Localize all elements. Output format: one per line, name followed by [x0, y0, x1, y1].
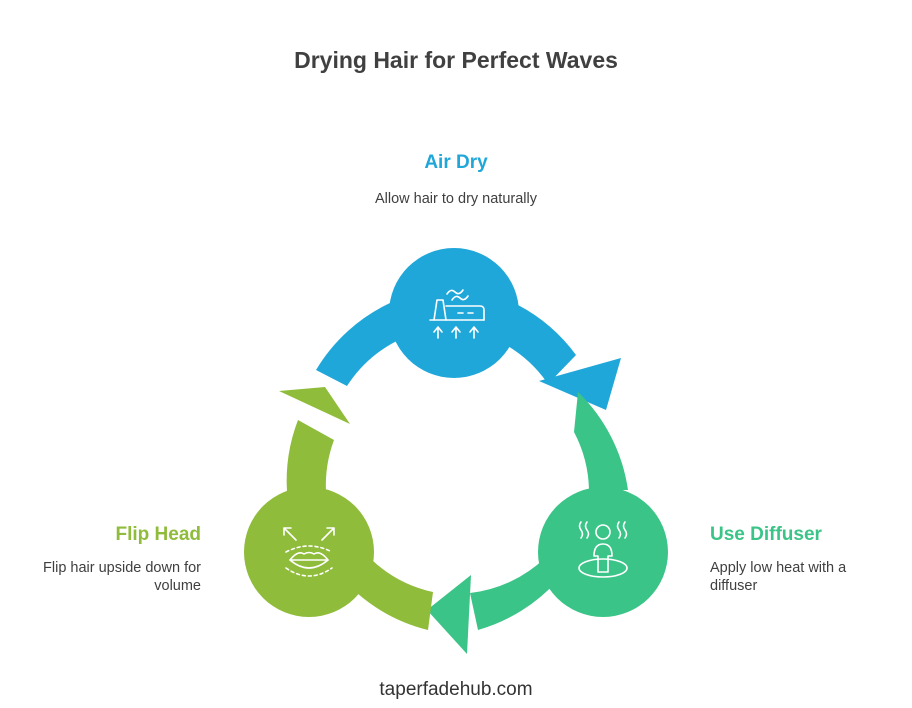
cycle-arrowhead-flip-head: [279, 387, 350, 424]
step-node-flip-head: [244, 487, 374, 617]
drying-heat-icon: [429, 289, 485, 339]
step-node-air-dry: [389, 248, 519, 378]
cycle-arc-use-diffuser: [574, 392, 628, 490]
step-description-flip-head: Flip hair upside down for volume: [43, 560, 201, 594]
lips-expand-icon: [283, 527, 335, 577]
cycle-arc-use-diffuser-bottom: [470, 558, 558, 630]
cycle-arrowhead-use-diffuser: [427, 575, 471, 654]
step-description-air-dry: Allow hair to dry naturally: [375, 191, 537, 207]
cycle-arc-flip-head: [357, 560, 433, 630]
cycle-arrowhead-air-dry: [539, 358, 621, 410]
footer-site-name: taperfadehub.com: [379, 679, 533, 700]
step-description-use-diffuser: Apply low heat with a diffuser: [710, 560, 847, 594]
cycle-arc-air-dry: [316, 303, 403, 386]
step-title-flip-head: Flip Head: [115, 524, 201, 545]
person-steam-icon: [578, 521, 628, 578]
step-title-air-dry: Air Dry: [424, 152, 488, 173]
cycle-arc-air-dry-right: [506, 305, 576, 384]
step-title-use-diffuser: Use Diffuser: [710, 524, 822, 545]
step-node-use-diffuser: [538, 487, 668, 617]
diagram-title: Drying Hair for Perfect Waves: [294, 47, 618, 73]
cycle-arc-flip-head-left: [286, 420, 334, 492]
